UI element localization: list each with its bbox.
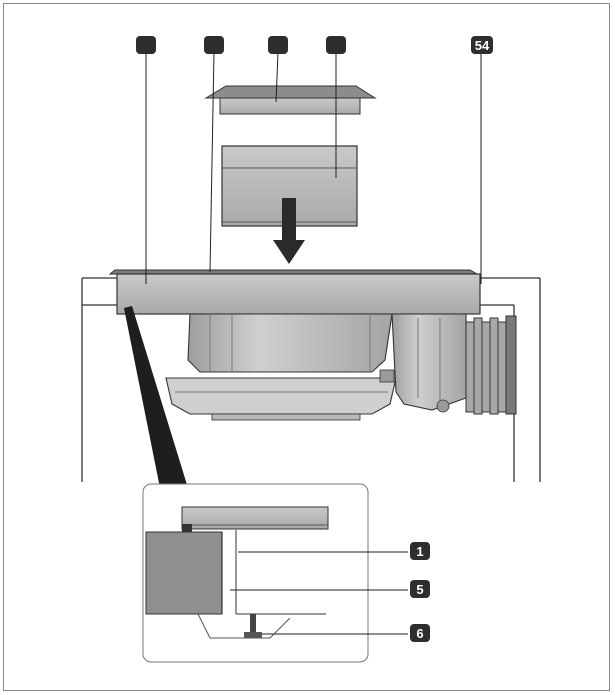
callout-badge-detail-6: 6 xyxy=(410,624,430,642)
fan-housing xyxy=(165,313,397,421)
svg-text:54: 54 xyxy=(475,38,490,53)
callout-badge-top-2 xyxy=(204,36,224,54)
callout-badge-detail-5: 5 xyxy=(410,580,430,598)
callout-badge-top-3 xyxy=(268,36,288,54)
diagram-frame xyxy=(3,3,610,691)
insertion-arrow xyxy=(273,198,305,264)
detail-inset xyxy=(142,483,408,663)
leader-lines xyxy=(145,51,482,284)
callout-badge-top-4 xyxy=(326,36,346,54)
top-cover-plate xyxy=(204,85,377,115)
callout-badge-detail-1: 1 xyxy=(410,542,430,560)
motor-block xyxy=(391,313,467,413)
callout-badge-top-1 xyxy=(136,36,156,54)
svg-text:6: 6 xyxy=(416,626,423,641)
bellows-duct xyxy=(465,315,517,415)
svg-text:1: 1 xyxy=(416,544,423,559)
zoom-wedge xyxy=(124,306,188,488)
svg-text:5: 5 xyxy=(416,582,423,597)
callout-badge-top-5: 54 xyxy=(471,36,493,54)
hob-plate xyxy=(108,269,481,315)
